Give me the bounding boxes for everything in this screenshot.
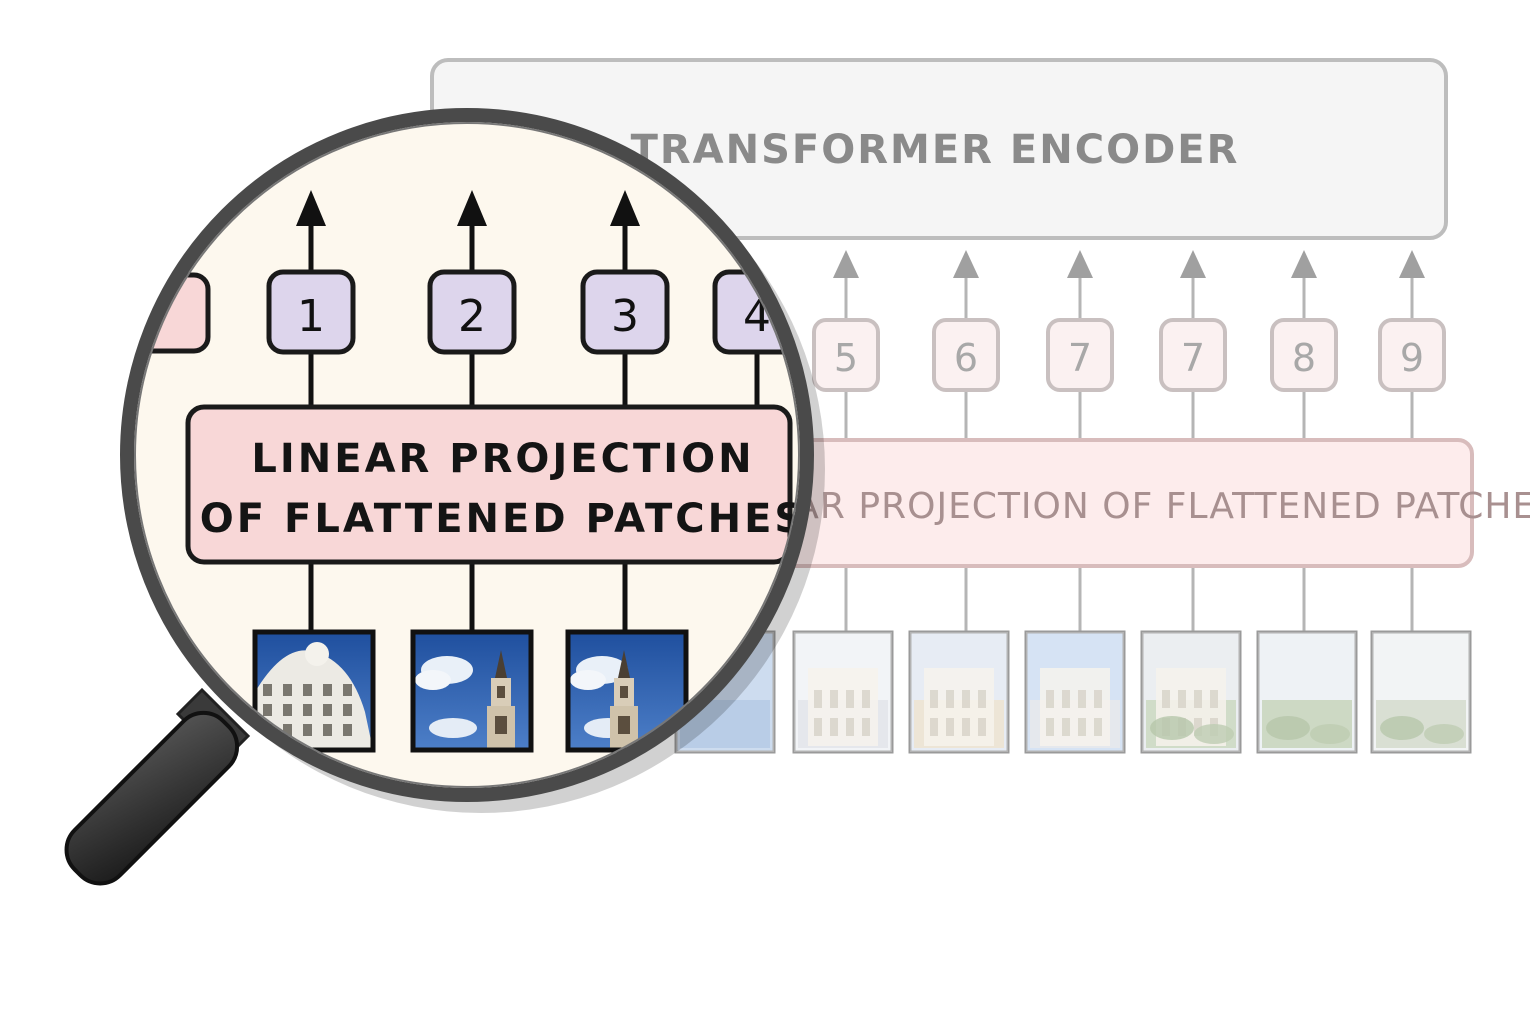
token-box [266,269,356,355]
magnifier-handle [64,687,251,886]
token-number: 9 [1400,336,1424,380]
arrow-head [610,190,640,226]
token-number: 2 [458,291,486,342]
background-patches [674,630,1472,754]
token-box [812,318,880,392]
transformer-encoder-label: TRANSFORMER ENCODER [631,127,1240,173]
arrow-head [296,190,326,226]
arrow-head [953,250,979,278]
linear-projection-label-line2: OF FLATTENED PATCHES [200,496,806,542]
token-number: 5 [834,336,858,380]
image-patch [1024,630,1126,754]
token-box [427,269,517,355]
token-box [1378,318,1446,392]
arrow-head [1180,250,1206,278]
background-arrows [833,250,1425,632]
magnified-arrows [296,190,760,632]
token-number: 3 [611,291,639,342]
image-patch [1256,630,1358,754]
lens-rim [120,108,814,802]
token-box [580,269,670,355]
token-box [932,318,1000,392]
linear-projection-label-line1: LINEAR PROJECTION [251,436,754,482]
token-number: 6 [954,336,978,380]
token-number: 7 [1181,336,1205,380]
token-box [1270,318,1338,392]
magnified-patches [252,629,689,753]
image-patch [1370,630,1472,754]
token-box [1159,318,1227,392]
image-patch-magnified [252,629,376,753]
background-tokens: 5 6 7 7 8 9 [812,318,1446,392]
token-number: 7 [1068,336,1092,380]
image-patch [908,630,1010,754]
arrow-head [1291,250,1317,278]
image-patch [792,630,894,754]
arrow-head [1067,250,1093,278]
token-number: 1 [297,291,325,342]
arrow-head [457,190,487,226]
linear-projection-box-magnified [185,404,793,565]
image-patch-magnified [410,629,534,753]
arrow-head [1399,250,1425,278]
image-patch [1140,630,1242,754]
arrow-head [833,250,859,278]
token-number: 8 [1292,336,1316,380]
linear-projection-label-background: LINEAR PROJECTION OF FLATTENED PATCHES [710,486,1530,527]
image-patch-magnified [565,629,689,753]
token-box [1046,318,1114,392]
